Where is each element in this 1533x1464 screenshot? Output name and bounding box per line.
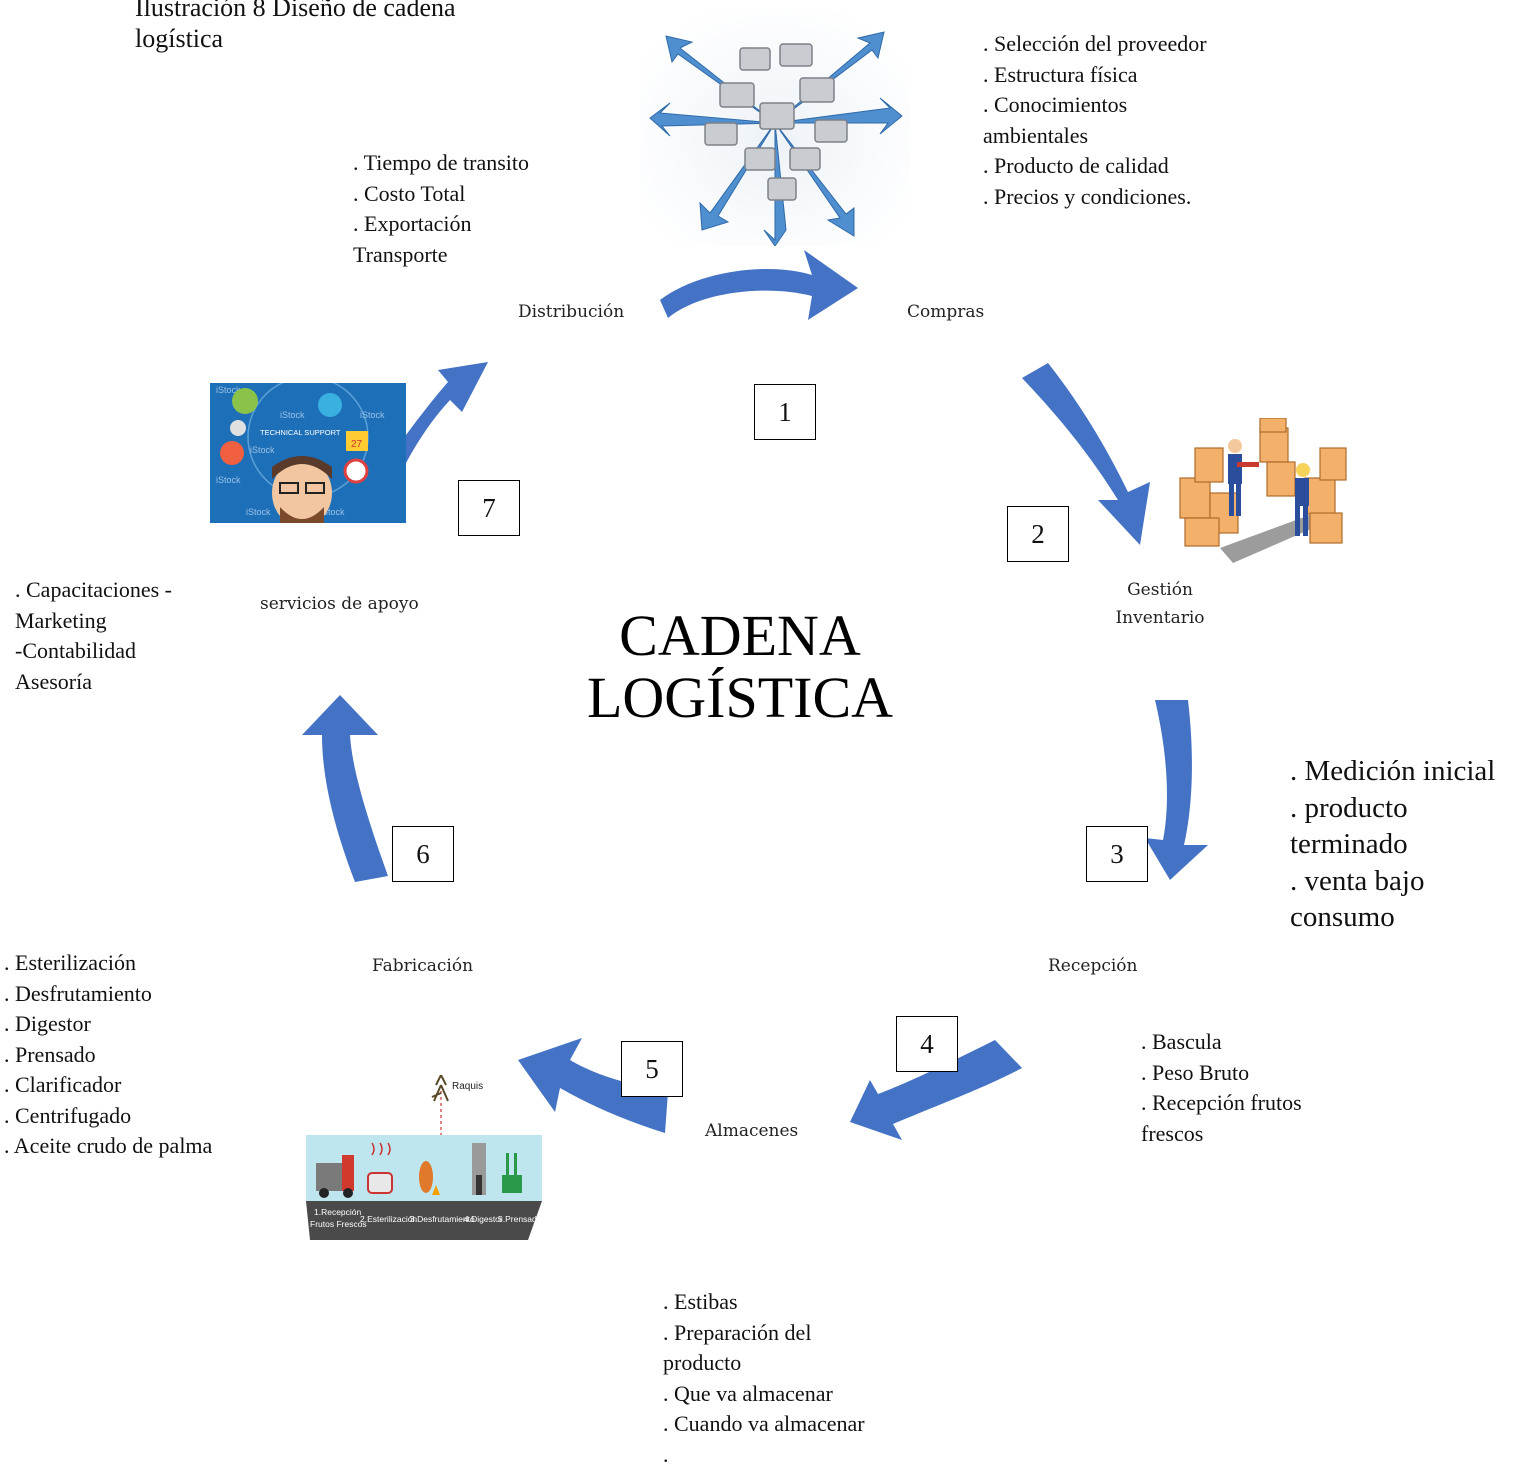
distribucion-note-1: . Tiempo de transito xyxy=(353,150,530,175)
inventario-note-3: terminado xyxy=(1290,828,1408,860)
process-step-1b: Frutos Frescos xyxy=(310,1219,367,1229)
distribucion-note-4: Transporte xyxy=(353,241,448,267)
gear-icon xyxy=(318,393,342,417)
inventario-image xyxy=(1179,418,1347,563)
compras-note-2: . Estructura física xyxy=(983,61,1138,87)
inventario-note-4: . venta bajo xyxy=(1290,864,1425,897)
servicios-note-1: . Capacitaciones - xyxy=(15,577,172,602)
stage-distribucion: Distribución xyxy=(518,302,625,322)
recepcion-note-3: . Recepción frutos xyxy=(1141,1090,1302,1115)
process-step-2: 2.Esterilización xyxy=(360,1214,417,1224)
step-box-5: 5 xyxy=(621,1041,683,1097)
envelope-icon xyxy=(230,420,246,436)
step-box-3: 3 xyxy=(1086,826,1148,882)
arrow-recepcion-to-almacenes xyxy=(850,1040,1022,1140)
stage-gestion-line2: Inventario xyxy=(1115,608,1205,628)
compras-note-3: . Conocimientos xyxy=(983,92,1128,117)
servicios-note-3: -Contabilidad xyxy=(15,638,136,663)
fabricacion-note-7: . Aceite crudo de palma xyxy=(4,1133,213,1158)
arrow-almacenes-to-fabricacion xyxy=(518,1038,668,1133)
stage-almacenes: Almacenes xyxy=(705,1121,799,1141)
compras-notes: . Selección del proveedor . Estructura f… xyxy=(983,29,1207,212)
inventario-note-2: . producto xyxy=(1290,791,1408,824)
recepcion-note-4: frescos xyxy=(1141,1120,1204,1146)
caption-line2: logística xyxy=(135,24,224,53)
stage-gestion-inventario: Gestión Inventario xyxy=(1100,580,1220,628)
compras-note-4: ambientales xyxy=(983,122,1089,148)
servicios-note-2: Marketing xyxy=(15,607,107,633)
figure-caption: Ilustración 8 Diseño de cadena logística xyxy=(135,0,456,54)
stage-compras: Compras xyxy=(907,302,985,322)
servicios-note-4: Asesoría xyxy=(15,668,92,694)
compras-distribution-image xyxy=(640,8,910,246)
center-title-line2: LOGÍSTICA xyxy=(586,665,894,730)
arrow-distribucion-to-compras xyxy=(660,250,858,320)
istock-watermark-5: iStock xyxy=(216,475,241,485)
fabricacion-notes: . Esterilización . Desfrutamiento . Dige… xyxy=(4,948,212,1162)
fabricacion-note-3: . Digestor xyxy=(4,1011,91,1036)
inventario-note-5: consumo xyxy=(1290,901,1395,933)
clock-icon xyxy=(343,458,369,484)
process-step-4: 4.Digestor xyxy=(464,1214,503,1224)
istock-watermark-1: iStock xyxy=(216,385,241,395)
almacenes-note-1: . Estibas xyxy=(663,1289,738,1314)
center-title: CADENA LOGÍSTICA xyxy=(560,605,920,729)
inventario-note-1: . Medición inicial xyxy=(1290,755,1496,787)
fabricacion-note-1: . Esterilización xyxy=(4,950,136,975)
process-step-5: 5.Prensado xyxy=(498,1214,542,1224)
recepcion-note-1: . Bascula xyxy=(1141,1029,1222,1054)
almacenes-note-2: . Preparación del xyxy=(663,1319,812,1345)
stage-recepcion: Recepción xyxy=(1048,956,1138,976)
step-box-6: 6 xyxy=(392,826,454,882)
step-box-4: 4 xyxy=(896,1016,958,1072)
calendar-icon xyxy=(346,431,368,451)
technical-support-banner: TECHNICAL SUPPORT xyxy=(260,428,341,437)
fabricacion-note-5: . Clarificador xyxy=(4,1072,122,1097)
almacenes-note-6: . xyxy=(663,1441,669,1464)
servicios-notes: . Capacitaciones - Marketing -Contabilid… xyxy=(15,575,172,697)
process-step-1a: 1.Recepción xyxy=(314,1207,362,1217)
almacenes-notes: . Estibas . Preparación del producto . Q… xyxy=(663,1287,865,1464)
almacenes-note-4: . Que va almacenar xyxy=(663,1380,833,1406)
istock-watermark-4: iStock xyxy=(250,445,275,455)
arrow-gestion-to-recepcion xyxy=(1145,700,1208,880)
process-step-3: 3.Desfrutamiento xyxy=(410,1214,475,1224)
compras-note-6: . Precios y condiciones. xyxy=(983,183,1192,209)
fabricacion-note-2: . Desfrutamiento xyxy=(4,980,152,1006)
caption-line1: Ilustración 8 Diseño de cadena xyxy=(135,0,456,22)
fabricacion-note-6: . Centrifugado xyxy=(4,1102,132,1128)
stage-servicios-apoyo: servicios de apoyo xyxy=(260,594,419,614)
support-agent-avatar xyxy=(272,459,332,523)
calendar-day: 27 xyxy=(351,439,363,450)
raquis-label: Raquis xyxy=(452,1081,483,1092)
arrow-compras-to-gestion xyxy=(1022,363,1150,545)
istock-watermark-7: iStock xyxy=(320,507,345,517)
istock-watermark-3: iStock xyxy=(360,410,385,420)
chat-icon xyxy=(220,441,244,465)
recepcion-note-2: . Peso Bruto xyxy=(1141,1059,1250,1085)
step-box-2: 2 xyxy=(1007,506,1069,562)
distribucion-note-3: . Exportación xyxy=(353,211,472,236)
fabricacion-note-4: . Prensado xyxy=(4,1041,96,1067)
step-box-7: 7 xyxy=(458,480,520,536)
istock-watermark-2: iStock xyxy=(280,410,305,420)
step-box-1: 1 xyxy=(754,384,816,440)
fabricacion-process-image: Raquis 1.Recepción Frutos Frescos 2.Este… xyxy=(306,1075,542,1240)
distribucion-note-2: . Costo Total xyxy=(353,180,466,206)
stage-gestion-line1: Gestión xyxy=(1127,580,1193,600)
center-title-line1: CADENA xyxy=(619,603,861,668)
recepcion-notes: . Bascula . Peso Bruto . Recepción fruto… xyxy=(1141,1027,1302,1149)
almacenes-note-5: . Cuando va almacenar xyxy=(663,1411,865,1436)
compras-note-5: . Producto de calidad xyxy=(983,153,1169,178)
stage-fabricacion: Fabricación xyxy=(372,956,474,976)
wrench-icon xyxy=(232,388,258,414)
istock-watermark-6: iStock xyxy=(246,507,271,517)
distribucion-notes: . Tiempo de transito . Costo Total . Exp… xyxy=(353,148,529,270)
almacenes-note-3: producto xyxy=(663,1350,742,1375)
compras-note-1: . Selección del proveedor xyxy=(983,31,1207,56)
arrow-fabricacion-to-servicios xyxy=(302,695,388,882)
servicios-technical-support-image: iStock iStock iStock iStock iStock iStoc… xyxy=(210,383,406,523)
inventario-notes: . Medición inicial . producto terminado … xyxy=(1290,753,1495,936)
